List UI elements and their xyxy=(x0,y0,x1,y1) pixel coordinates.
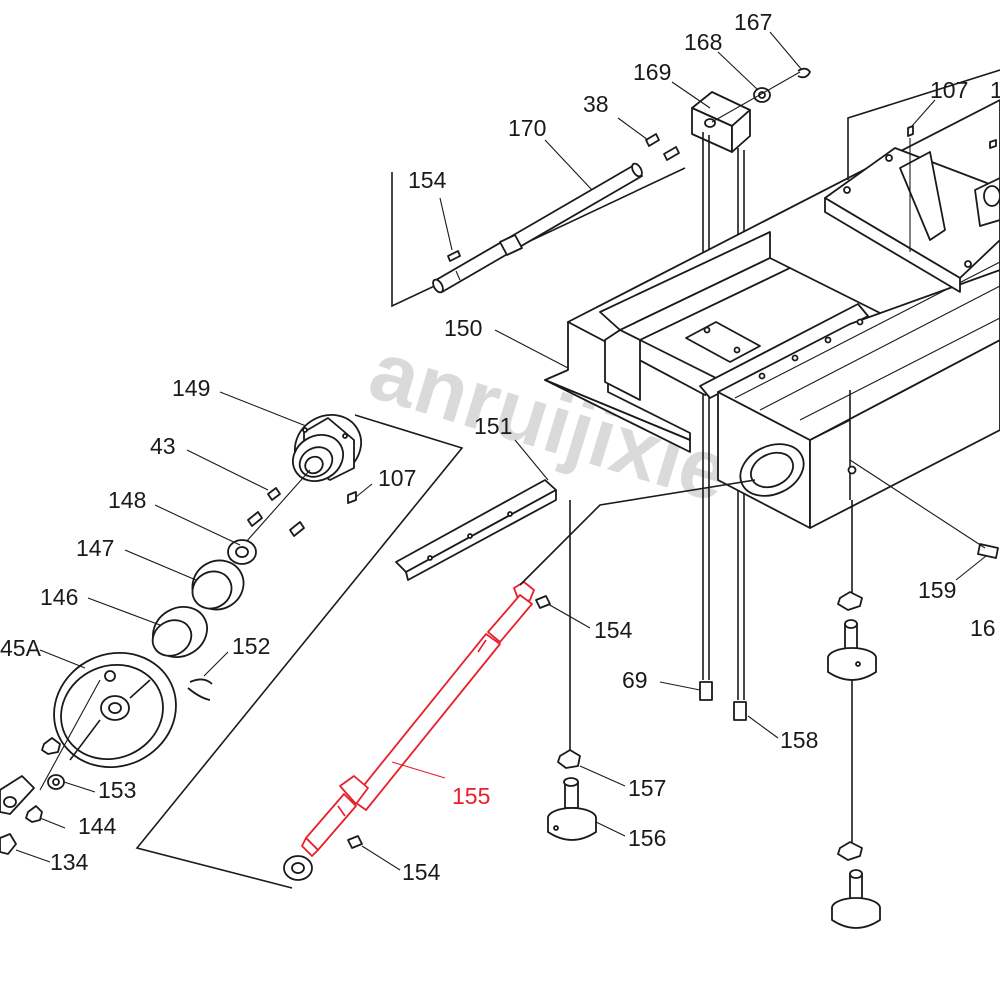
callout-157: 157 xyxy=(628,775,666,801)
part-38-screw[interactable] xyxy=(645,133,680,161)
part-167-clip[interactable] xyxy=(797,67,811,79)
leader-lines xyxy=(15,31,987,871)
part-134-knob[interactable] xyxy=(0,833,17,855)
handwheel-group-bracket xyxy=(135,414,464,889)
part-168-washer[interactable] xyxy=(753,87,771,103)
callout-154-mid: 154 xyxy=(594,617,633,643)
body-bore xyxy=(739,443,805,497)
axis-line-167 xyxy=(711,71,801,123)
part-152-key[interactable] xyxy=(187,678,213,701)
part-handle-grip[interactable] xyxy=(0,775,35,815)
part-148-bearing[interactable] xyxy=(227,539,257,565)
callout-107-top: 107 xyxy=(930,77,968,103)
callout-16x: 16 xyxy=(970,615,996,641)
callout-167: 167 xyxy=(734,9,772,35)
callout-151: 151 xyxy=(474,413,512,439)
callout-134: 134 xyxy=(50,849,89,875)
part-69-bolt[interactable] xyxy=(699,681,713,701)
part-156-foot-right-2[interactable] xyxy=(831,869,881,929)
part-handle-nut[interactable] xyxy=(41,737,61,755)
callout-152: 152 xyxy=(232,633,270,659)
callout-169: 169 xyxy=(633,59,671,85)
part-157-nut-right-2[interactable] xyxy=(837,841,863,861)
callout-159: 159 xyxy=(918,577,956,603)
callout-107-mid: 107 xyxy=(378,465,416,491)
top-right-bracket-line xyxy=(847,69,1000,180)
part-169-bracket[interactable] xyxy=(691,91,751,153)
callout-156: 156 xyxy=(628,825,666,851)
part-156-foot-right-1[interactable] xyxy=(827,619,877,681)
part-157-nut-left[interactable] xyxy=(557,749,581,769)
part-153-washer[interactable] xyxy=(47,774,65,790)
part-154-key-bot[interactable] xyxy=(347,835,363,849)
callout-edge-1: 1 xyxy=(990,77,1000,103)
callout-170: 170 xyxy=(508,115,546,141)
callout-69: 69 xyxy=(622,667,648,693)
callout-153: 153 xyxy=(98,777,136,803)
part-170-shaft[interactable] xyxy=(431,162,644,294)
part-146-collar[interactable] xyxy=(144,597,216,667)
handwheel-axis-lower xyxy=(39,679,101,791)
callout-168: 168 xyxy=(684,29,722,55)
callout-147: 147 xyxy=(76,535,114,561)
callout-148: 148 xyxy=(108,487,146,513)
part-158-bolt[interactable] xyxy=(733,701,747,721)
part-1xx-pin[interactable] xyxy=(989,139,997,149)
part-43-screws[interactable] xyxy=(247,487,305,537)
callout-158: 158 xyxy=(780,727,818,753)
part-155-leadscrew-highlight[interactable] xyxy=(301,581,535,857)
part-154-key-mid[interactable] xyxy=(535,595,551,609)
part-154-key-top[interactable] xyxy=(447,250,461,262)
callout-38: 38 xyxy=(583,91,609,117)
callout-144: 144 xyxy=(78,813,117,839)
part-157-nut-right-1[interactable] xyxy=(837,591,863,611)
axis-line-159 xyxy=(849,459,986,549)
part-159-pin[interactable] xyxy=(977,543,999,559)
callout-43: 43 xyxy=(150,433,176,459)
callout-150: 150 xyxy=(444,315,482,341)
part-149-housing[interactable] xyxy=(284,403,373,490)
callout-149: 149 xyxy=(172,375,210,401)
part-147-ring[interactable] xyxy=(183,551,252,619)
part-156-foot-left[interactable] xyxy=(547,777,597,841)
part-107-top-pin[interactable] xyxy=(907,125,914,252)
callout-145a: 45A xyxy=(0,635,42,661)
callout-154-bot: 154 xyxy=(402,859,441,885)
part-144-nut[interactable] xyxy=(25,805,43,823)
part-145a-handwheel[interactable] xyxy=(35,633,195,787)
callout-155: 155 xyxy=(452,783,490,809)
top-group-bracket xyxy=(391,167,686,308)
callout-146: 146 xyxy=(40,584,78,610)
base-plate-top-right[interactable] xyxy=(824,147,1000,293)
part-107-pin-mid[interactable] xyxy=(347,491,357,504)
leader-155 xyxy=(391,761,446,779)
part-151-gib[interactable] xyxy=(395,479,557,581)
end-bearing-bottom[interactable] xyxy=(283,855,313,881)
bore-axis-line xyxy=(519,479,756,586)
callout-154-top: 154 xyxy=(408,167,447,193)
